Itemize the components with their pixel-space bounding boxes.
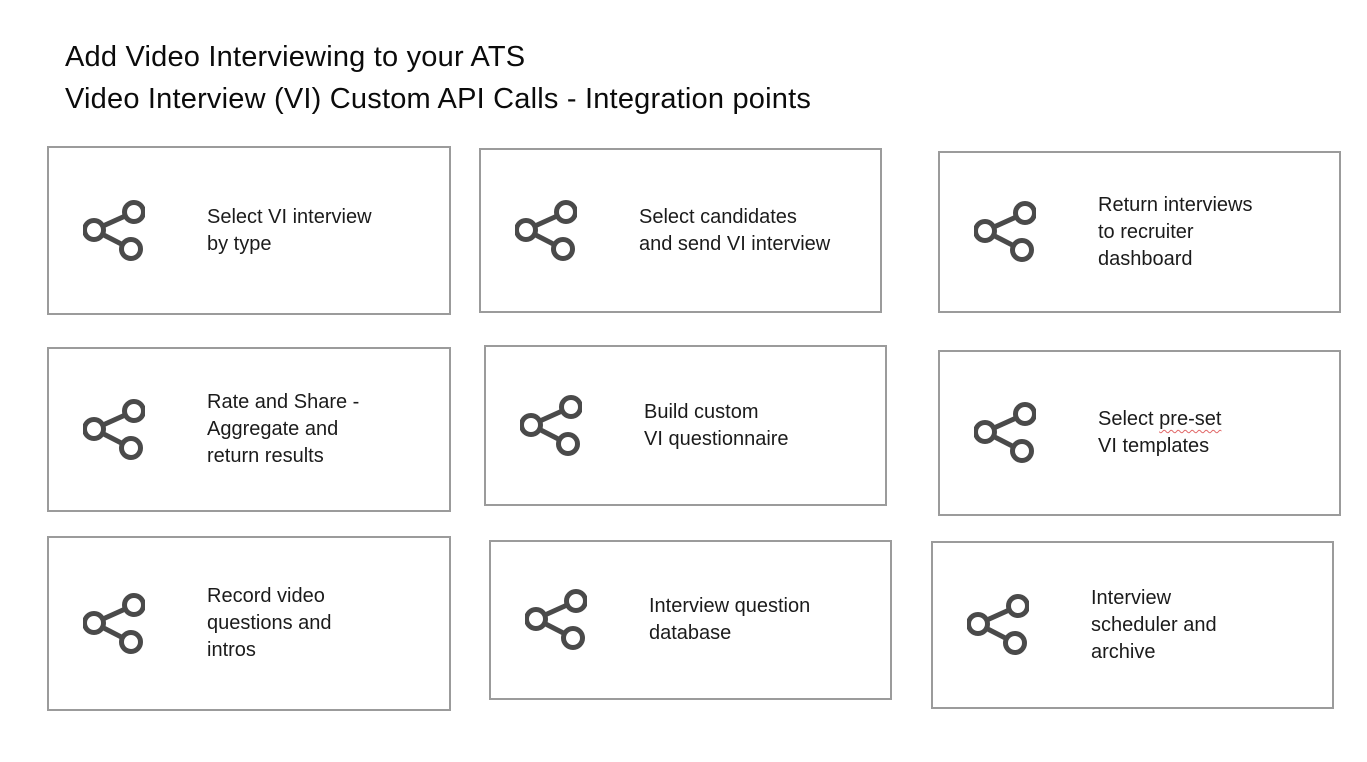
slide-title: Add Video Interviewing to your ATS (65, 41, 526, 73)
share-icon (974, 201, 1036, 263)
share-icon (967, 594, 1029, 656)
card-record-video-questions-and-intros: Record video questions and intros (47, 536, 451, 711)
card-label: Return interviews to recruiter dashboard (1098, 193, 1253, 270)
card-label-prefix: Select (1098, 408, 1160, 430)
card-label: Select pre-set VI templates (1098, 406, 1221, 460)
card-select-pre-set-vi-templates: Select pre-set VI templates (938, 350, 1341, 516)
share-icon (83, 398, 145, 461)
card-interview-scheduler-and-archive: Interview scheduler and archive (931, 541, 1334, 709)
card-label: Select candidates and send VI interview (639, 205, 831, 255)
card-label: Select VI interview by type (207, 205, 372, 255)
share-icon (83, 592, 145, 655)
slide-header: Add Video Interviewing to your ATS Video… (65, 36, 811, 120)
card-build-custom-vi-questionnaire: Build custom VI questionnaire (484, 345, 887, 506)
share-icon (525, 589, 587, 651)
share-icon (515, 199, 577, 262)
card-label: Rate and Share - Aggregate and return re… (207, 391, 360, 467)
card-label: Record video questions and intros (207, 585, 332, 661)
card-select-vi-interview-by-type: Select VI interview by type (47, 146, 451, 315)
share-icon (520, 394, 582, 457)
card-label: Build custom VI questionnaire (644, 400, 789, 450)
card-return-interviews-to-recruiter-dashboard: Return interviews to recruiter dashboard (938, 151, 1341, 313)
card-label: Interview question database (649, 595, 811, 644)
card-rate-and-share-aggregate-return-results: Rate and Share - Aggregate and return re… (47, 347, 451, 512)
share-icon (83, 199, 145, 262)
slide-subtitle: Video Interview (VI) Custom API Calls - … (65, 83, 812, 115)
card-label-suffix: VI templates (1098, 435, 1210, 457)
misspelled-word: pre-set (1159, 408, 1222, 430)
card-interview-question-database: Interview question database (489, 540, 892, 700)
card-label: Interview scheduler and archive (1091, 586, 1217, 663)
share-icon (974, 402, 1036, 464)
card-select-candidates-send-vi-interview: Select candidates and send VI interview (479, 148, 882, 313)
